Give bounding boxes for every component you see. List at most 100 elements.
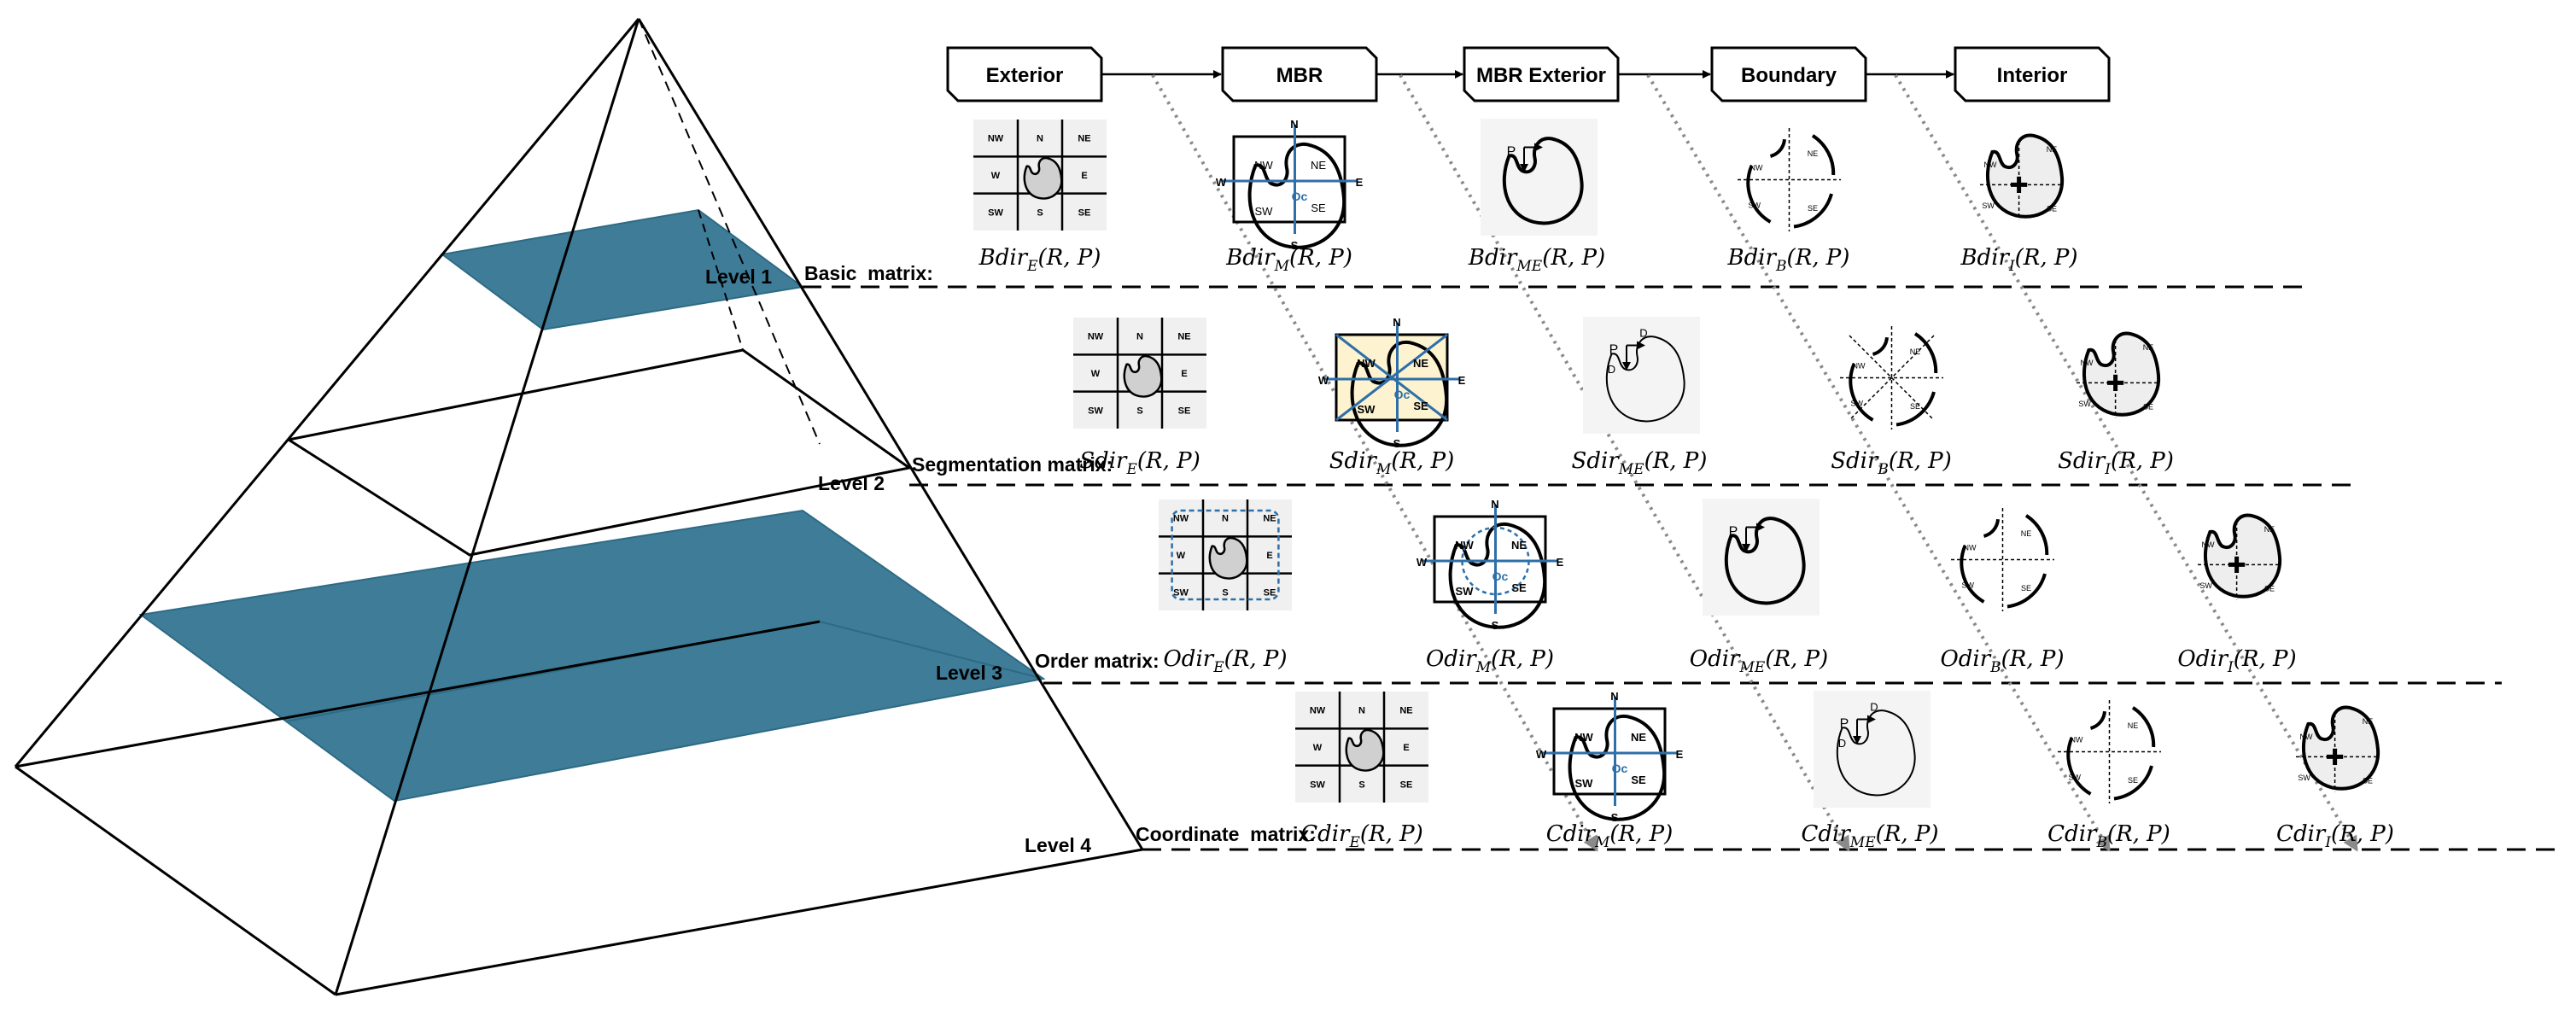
matrix-caption: SdirM(R, P): [1329, 448, 1455, 478]
boundary-segment: [1811, 134, 1836, 176]
boundary-segment: [1769, 138, 1786, 158]
direction-label: NW: [1455, 539, 1474, 552]
direction-label: P: [1729, 525, 1738, 540]
direction-label: SE: [2128, 776, 2138, 785]
boundary-segment: [1895, 391, 1936, 427]
direction-label: NE: [2264, 525, 2275, 534]
direction-label: NE: [1631, 731, 1646, 744]
direction-label: SW: [1310, 780, 1325, 790]
direction-label: W: [1417, 556, 1428, 569]
stage-box: [1954, 46, 2111, 102]
direction-label: NE: [1511, 539, 1527, 552]
direction-label: NW: [988, 134, 1004, 144]
matrix-caption: BdirM(R, P): [1225, 245, 1352, 275]
coordinate-matrix-label: Coordinate matrix:: [1136, 823, 1316, 845]
stage-box: [1463, 46, 1620, 102]
order-matrix-label: Order matrix:: [1035, 650, 1159, 672]
pyramid-edge-right: [637, 18, 1144, 850]
level-3-label: Level 3: [936, 662, 1002, 684]
direction-label: SW: [1088, 406, 1103, 416]
matrix-caption: BdirB(R, P): [1727, 245, 1850, 275]
direction-label: S: [1037, 207, 1043, 218]
boundary-segment: [1960, 545, 1985, 604]
direction-label: NW: [2081, 359, 2094, 367]
direction-label: SW: [1982, 201, 1995, 210]
direction-label: SW: [1575, 777, 1594, 790]
direction-label: Oc: [1612, 762, 1628, 775]
direction-label: P: [1840, 717, 1849, 732]
pyramid-base-right: [335, 848, 1143, 996]
direction-label: E: [1356, 176, 1364, 189]
direction-label: NE: [1808, 149, 1819, 158]
boundary-segment: [1746, 165, 1772, 224]
boundary-segment: [2089, 710, 2106, 730]
stage-label: MBR Exterior: [1476, 64, 1606, 87]
direction-label: SE: [1311, 201, 1326, 214]
me-background: [1814, 691, 1931, 808]
direction-label: E: [1266, 551, 1272, 561]
direction-label: W: [1091, 369, 1101, 379]
direction-label: SW: [1358, 403, 1376, 416]
basic-matrix-label: Basic matrix:: [804, 262, 933, 284]
direction-label: SW: [988, 207, 1003, 218]
level-1-label: Level 1: [705, 266, 772, 288]
boundary-segment: [2024, 514, 2049, 556]
direction-label: W: [1216, 176, 1227, 189]
level-2-label: Level 2: [818, 472, 885, 494]
direction-label: NW: [2300, 733, 2313, 741]
pyramid-base-back: [15, 620, 821, 768]
matrix-caption: CdirM(R, P): [1546, 821, 1674, 851]
direction-label: NE: [1177, 332, 1190, 342]
pipeline-stage-mbr: MBR: [1221, 46, 1378, 102]
direction-label: NW: [1750, 164, 1763, 172]
direction-label: SW: [1962, 581, 1975, 590]
direction-label: SW: [2199, 581, 2212, 590]
matrix-caption: BdirE(R, P): [978, 245, 1101, 275]
direction-label: E: [1458, 374, 1466, 387]
direction-label: NE: [1263, 514, 1276, 524]
direction-label: SW: [2298, 774, 2310, 782]
matrix-caption: OdirB(R, P): [1940, 646, 2064, 676]
direction-label: SE: [1631, 774, 1646, 786]
direction-label: NE: [1910, 347, 1921, 356]
direction-label: S: [1611, 811, 1619, 824]
boundary-segment: [1793, 193, 1833, 229]
direction-label: N: [1491, 498, 1498, 511]
direction-label: W: [1177, 551, 1186, 561]
me-background: [1481, 119, 1598, 236]
matrix-caption: OdirM(R, P): [1426, 646, 1554, 676]
direction-label: NE: [1413, 357, 1428, 370]
pyramid: [14, 18, 1144, 996]
direction-label: D: [1838, 737, 1846, 750]
matrix-caption: BdirI(R, P): [1960, 245, 2077, 275]
direction-label: NE: [2128, 721, 2139, 730]
stage-box: [946, 46, 1103, 102]
direction-label: N: [1290, 118, 1298, 131]
direction-label: E: [1081, 171, 1087, 181]
direction-label: SE: [1413, 400, 1428, 412]
direction-label: NE: [2363, 717, 2374, 726]
boundary-segment: [1913, 332, 1938, 374]
boundary-segment: [1849, 363, 1874, 422]
direction-label: SW: [1255, 205, 1274, 218]
pyramid-edge-back: [638, 18, 821, 445]
direction-label: SE: [1264, 587, 1276, 598]
pipeline-stage-interior: Interior: [1954, 46, 2111, 102]
direction-label: SW: [1749, 201, 1761, 210]
direction-label: SE: [2021, 584, 2031, 593]
matrix-caption: BdirME(R, P): [1468, 245, 1605, 275]
direction-label: NE: [1399, 706, 1412, 716]
direction-label: SW: [2078, 400, 2091, 408]
